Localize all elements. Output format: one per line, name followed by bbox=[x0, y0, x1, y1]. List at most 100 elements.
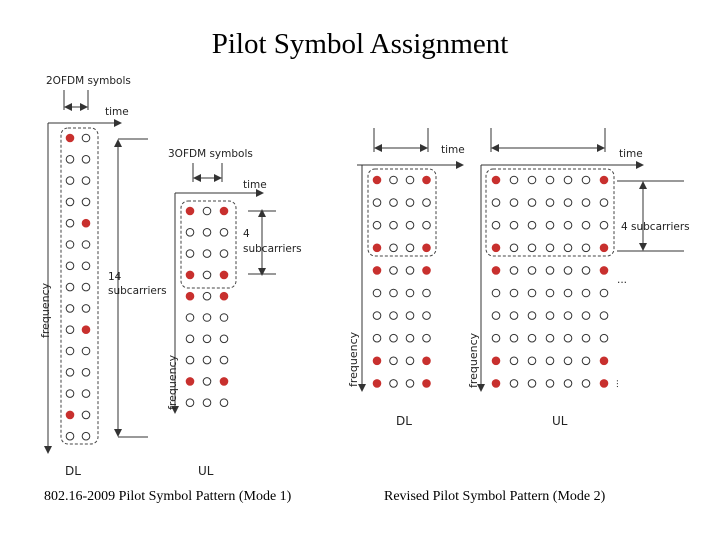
data-symbol-dot bbox=[599, 311, 609, 320]
data-symbol-dot bbox=[389, 333, 398, 343]
data-symbol-dot bbox=[527, 243, 537, 253]
data-symbol-dot bbox=[372, 220, 382, 230]
ul-pilot-block-outline bbox=[180, 200, 237, 289]
data-symbol-dot bbox=[563, 311, 573, 320]
data-symbol-dot bbox=[509, 220, 519, 230]
pilot-symbol-dot bbox=[491, 175, 501, 185]
data-symbol-dot bbox=[219, 398, 229, 408]
caption-mode2: Revised Pilot Symbol Pattern (Mode 2) bbox=[384, 489, 606, 504]
data-symbol-dot bbox=[219, 355, 229, 365]
ul-label: UL bbox=[198, 464, 214, 478]
data-symbol-dot bbox=[527, 266, 537, 275]
data-symbol-dot bbox=[405, 311, 415, 320]
m2-dl-time-label: time bbox=[441, 144, 465, 156]
data-symbol-dot bbox=[219, 228, 229, 237]
data-symbol-dot bbox=[81, 389, 91, 398]
data-symbol-dot bbox=[389, 288, 398, 298]
data-symbol-dot bbox=[545, 198, 555, 207]
data-symbol-dot bbox=[81, 240, 91, 249]
data-symbol-dot bbox=[65, 155, 75, 164]
data-symbol-dot bbox=[545, 333, 555, 343]
data-symbol-dot bbox=[509, 243, 519, 253]
m2-ul-label: UL bbox=[552, 414, 568, 428]
data-symbol-dot bbox=[545, 379, 555, 388]
data-symbol-dot bbox=[65, 261, 75, 271]
data-symbol-dot bbox=[491, 311, 501, 320]
data-symbol-dot bbox=[581, 266, 591, 275]
pilot-symbol-dot bbox=[599, 175, 609, 185]
pilot-block-outline bbox=[60, 127, 99, 445]
pilot-symbol-dot bbox=[422, 356, 431, 366]
data-symbol-dot bbox=[65, 218, 75, 228]
mode1-ul-grid bbox=[185, 206, 229, 408]
data-symbol-dot bbox=[545, 288, 555, 298]
data-symbol-dot bbox=[81, 368, 91, 377]
data-symbol-dot bbox=[65, 346, 75, 356]
pilot-symbol-dot bbox=[372, 175, 382, 185]
data-symbol-dot bbox=[185, 249, 195, 258]
data-symbol-dot bbox=[422, 311, 431, 320]
data-symbol-dot bbox=[81, 346, 91, 356]
data-symbol-dot bbox=[527, 311, 537, 320]
pilot-symbol-dot bbox=[422, 266, 431, 275]
fourteen-label: 14 bbox=[108, 271, 122, 283]
data-symbol-dot bbox=[581, 175, 591, 185]
data-symbol-dot bbox=[81, 176, 91, 185]
data-symbol-dot bbox=[527, 198, 537, 207]
data-symbol-dot bbox=[202, 249, 212, 258]
mode2-ul-panel: time frequency 4 subcarriers ... ... UL bbox=[467, 128, 690, 428]
data-symbol-dot bbox=[202, 228, 212, 237]
data-symbol-dot bbox=[509, 356, 519, 366]
data-symbol-dot bbox=[65, 325, 75, 335]
data-symbol-dot bbox=[202, 355, 212, 365]
data-symbol-dot bbox=[491, 198, 501, 207]
data-symbol-dot bbox=[389, 243, 398, 253]
data-symbol-dot bbox=[599, 220, 609, 230]
data-symbol-dot bbox=[202, 377, 212, 386]
data-symbol-dot bbox=[581, 220, 591, 230]
m2-dl-frequency-label: frequency bbox=[347, 331, 360, 387]
data-symbol-dot bbox=[491, 333, 501, 343]
data-symbol-dot bbox=[65, 176, 75, 185]
data-symbol-dot bbox=[545, 311, 555, 320]
data-symbol-dot bbox=[509, 175, 519, 185]
pilot-symbol-dot bbox=[599, 379, 609, 388]
mode1-dl-panel: 2OFDM symbols time frequency 14 subcarri… bbox=[39, 75, 167, 478]
data-symbol-dot bbox=[509, 288, 519, 298]
data-symbol-dot bbox=[405, 243, 415, 253]
mode1-dl-grid bbox=[65, 133, 91, 441]
data-symbol-dot bbox=[202, 291, 212, 301]
data-symbol-dot bbox=[422, 198, 431, 207]
four-label: 4 bbox=[243, 228, 250, 240]
data-symbol-dot bbox=[581, 356, 591, 366]
mode2-dl-grid bbox=[372, 175, 431, 388]
data-symbol-dot bbox=[405, 266, 415, 275]
data-symbol-dot bbox=[372, 311, 382, 320]
data-symbol-dot bbox=[185, 398, 195, 408]
data-symbol-dot bbox=[219, 313, 229, 322]
pilot-symbol-dot bbox=[219, 206, 229, 216]
pilot-symbol-dot bbox=[185, 206, 195, 216]
data-symbol-dot bbox=[219, 249, 229, 258]
data-symbol-dot bbox=[81, 261, 91, 271]
data-symbol-dot bbox=[405, 288, 415, 298]
pilot-symbol-dot bbox=[491, 243, 501, 253]
data-symbol-dot bbox=[545, 220, 555, 230]
data-symbol-dot bbox=[81, 133, 91, 143]
data-symbol-dot bbox=[389, 356, 398, 366]
pilot-symbol-dot bbox=[65, 410, 75, 420]
data-symbol-dot bbox=[491, 288, 501, 298]
data-symbol-dot bbox=[372, 288, 382, 298]
pilot-symbol-dot bbox=[372, 356, 382, 366]
caption-mode1: 802.16-2009 Pilot Symbol Pattern (Mode 1… bbox=[44, 489, 292, 504]
data-symbol-dot bbox=[545, 356, 555, 366]
data-symbol-dot bbox=[527, 220, 537, 230]
data-symbol-dot bbox=[389, 220, 398, 230]
data-symbol-dot bbox=[527, 333, 537, 343]
data-symbol-dot bbox=[581, 243, 591, 253]
data-symbol-dot bbox=[389, 266, 398, 275]
data-symbol-dot bbox=[65, 368, 75, 377]
data-symbol-dot bbox=[81, 197, 91, 207]
slide-title: Pilot Symbol Assignment bbox=[211, 28, 509, 60]
pilot-symbol-dot bbox=[372, 379, 382, 388]
